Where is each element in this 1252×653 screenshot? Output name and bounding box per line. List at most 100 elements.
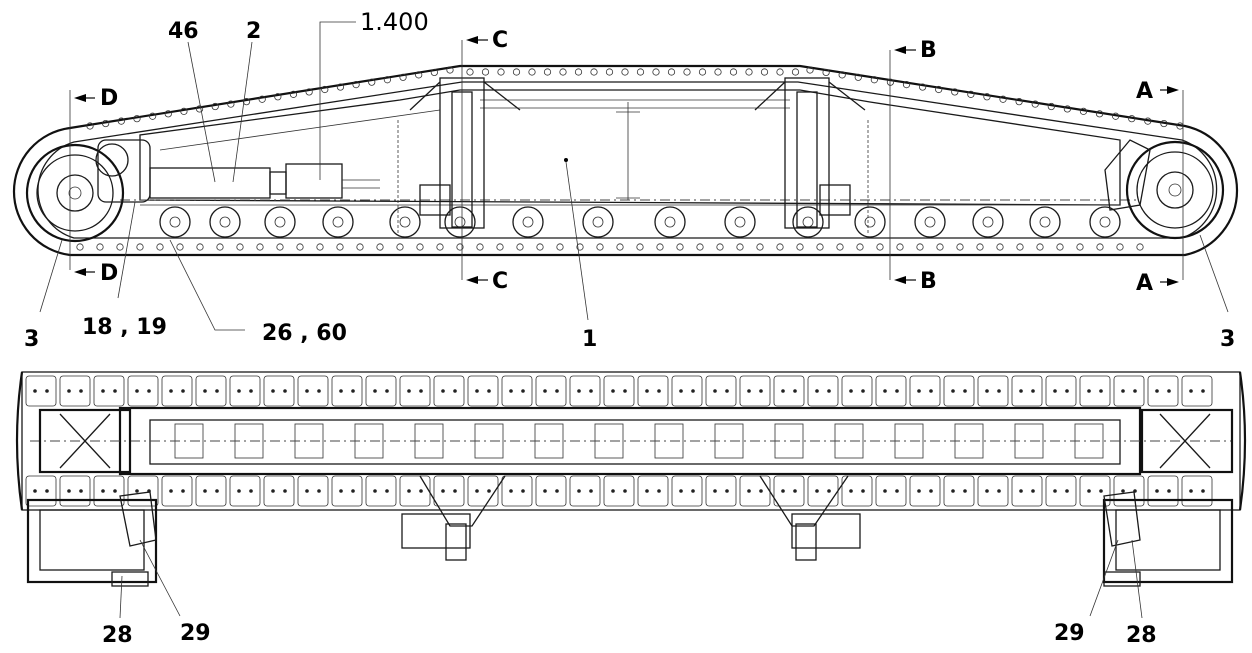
chain-pin bbox=[416, 243, 424, 251]
pad-bolt bbox=[79, 389, 83, 393]
pad-bolt bbox=[1053, 489, 1057, 493]
chain-pin bbox=[698, 68, 707, 76]
pad-bolt bbox=[781, 489, 785, 493]
pad-bolt bbox=[147, 389, 151, 393]
chain-pin bbox=[652, 68, 660, 76]
track-pad bbox=[977, 475, 1009, 507]
roller-hub bbox=[522, 216, 534, 228]
track-pad bbox=[501, 475, 533, 507]
track-pad bbox=[331, 475, 363, 507]
track-pad bbox=[569, 375, 601, 407]
track-pad bbox=[59, 375, 91, 407]
chain-pin bbox=[430, 68, 438, 77]
pad-bolt bbox=[249, 489, 253, 493]
roller-hub bbox=[332, 216, 344, 228]
pad-bolt bbox=[521, 389, 525, 393]
pad-bolt bbox=[407, 389, 411, 393]
section-d-top: D bbox=[100, 86, 118, 111]
pad-bolt bbox=[271, 489, 275, 493]
track-pad bbox=[535, 375, 567, 407]
track-pad bbox=[93, 375, 125, 407]
chain-pin bbox=[149, 112, 157, 120]
pad-bolt bbox=[827, 389, 831, 393]
pad-bolt bbox=[339, 389, 343, 393]
pad-bolt bbox=[45, 489, 49, 493]
track-pad bbox=[1147, 475, 1179, 507]
pad-bolt bbox=[1087, 489, 1091, 493]
chain-pin bbox=[667, 68, 676, 76]
chain-pin bbox=[896, 243, 904, 251]
pad-bolt bbox=[521, 489, 525, 493]
roller bbox=[724, 206, 756, 238]
pad-bolt bbox=[623, 389, 627, 393]
pad-bolt bbox=[419, 389, 423, 393]
chain-pin bbox=[736, 243, 744, 251]
chain-pin bbox=[1112, 112, 1120, 120]
chain-pin bbox=[1015, 98, 1023, 106]
chain-pin bbox=[1047, 102, 1055, 111]
roller bbox=[1029, 206, 1061, 238]
pad-bolt bbox=[815, 389, 819, 393]
pad-bolt bbox=[827, 489, 831, 493]
chain-pin bbox=[356, 243, 364, 251]
chain-pin bbox=[576, 243, 584, 251]
left-drive-block bbox=[26, 408, 158, 587]
plan-leader-lines bbox=[119, 539, 1143, 619]
pad-bolt bbox=[555, 389, 559, 393]
chain-pin bbox=[195, 105, 204, 113]
pad-bolt bbox=[589, 489, 593, 493]
chain-pin bbox=[196, 243, 204, 251]
section-arrows bbox=[74, 36, 1179, 286]
chain-pin bbox=[976, 243, 984, 251]
side-view: D D C C B B A A 46 2 1.400 3 18 , 19 26 … bbox=[12, 8, 1239, 352]
track-pad bbox=[331, 375, 363, 407]
chain-pin bbox=[729, 68, 738, 76]
chain-pin bbox=[274, 93, 282, 101]
pad-bolt bbox=[1087, 389, 1091, 393]
track-pad bbox=[671, 375, 703, 407]
chain-pin bbox=[745, 68, 753, 76]
pad-bolt bbox=[1099, 389, 1103, 393]
pad-bolt bbox=[725, 489, 729, 493]
pad-bolt bbox=[725, 389, 729, 393]
callout-26-60: 26 , 60 bbox=[262, 321, 347, 346]
pad-bolt bbox=[475, 389, 479, 393]
chain-pin bbox=[956, 243, 964, 251]
pad-bolt bbox=[577, 389, 581, 393]
pad-bolt bbox=[929, 489, 933, 493]
callout-18-19: 18 , 19 bbox=[82, 315, 167, 340]
chain-pin bbox=[133, 115, 141, 123]
pad-bolt bbox=[645, 389, 649, 393]
track-pad bbox=[1147, 375, 1179, 407]
pad-bolt bbox=[283, 489, 287, 493]
pad-bolt bbox=[487, 389, 491, 393]
chain-pin bbox=[870, 76, 878, 84]
track-pad bbox=[229, 375, 261, 407]
chain-pin bbox=[276, 243, 284, 251]
pad-bolt bbox=[747, 389, 751, 393]
track-pad bbox=[399, 375, 431, 407]
chain-pin bbox=[258, 95, 266, 103]
track-pad bbox=[1113, 475, 1145, 507]
pad-bolt bbox=[45, 389, 49, 393]
chain-pin bbox=[916, 243, 924, 251]
chain-pin bbox=[180, 107, 188, 115]
pad-bolt bbox=[1189, 389, 1193, 393]
chain-pin bbox=[714, 68, 722, 76]
track-pad bbox=[943, 475, 975, 507]
chain-pin bbox=[176, 243, 184, 251]
chain-pin bbox=[636, 243, 644, 251]
chain-pin bbox=[886, 78, 895, 86]
frame-inner-top bbox=[159, 99, 790, 151]
chain-pin bbox=[1079, 107, 1088, 115]
track-pad bbox=[501, 375, 533, 407]
plan-view: 28 29 29 28 bbox=[15, 371, 1247, 648]
roller-hub bbox=[169, 216, 181, 228]
track-pad bbox=[161, 375, 193, 407]
chain-pin bbox=[436, 243, 444, 251]
item-1-point bbox=[564, 158, 568, 162]
chain-pin bbox=[791, 68, 800, 76]
track-pad bbox=[705, 475, 737, 507]
chain-pin bbox=[536, 243, 544, 251]
chain-pin bbox=[117, 117, 125, 125]
